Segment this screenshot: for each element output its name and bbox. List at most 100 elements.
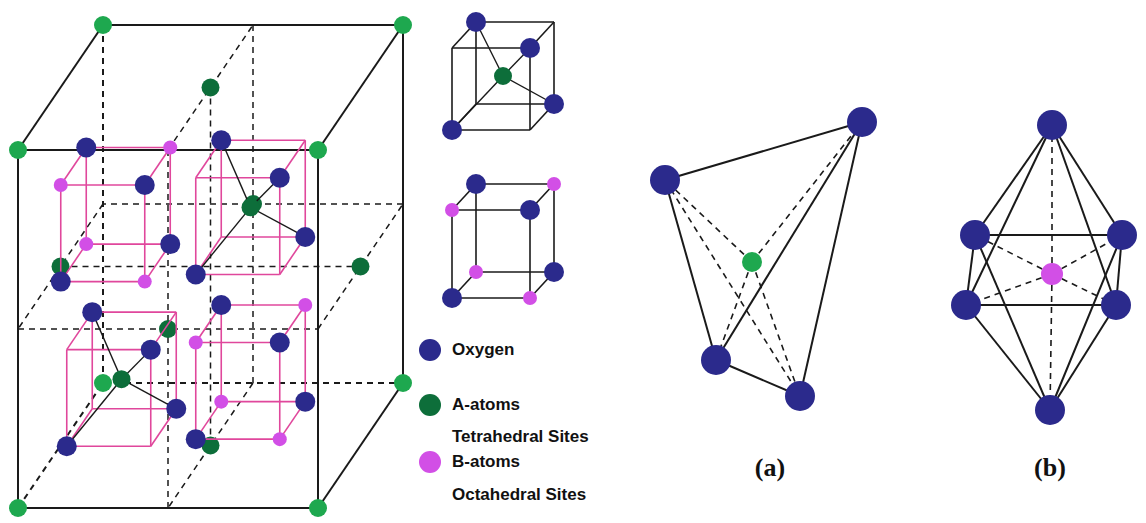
bond-line bbox=[966, 304, 1116, 306]
b-atom bbox=[273, 432, 287, 446]
b-atom bbox=[54, 178, 68, 192]
bond-line bbox=[529, 210, 531, 298]
bond-line bbox=[553, 22, 555, 104]
corner-a-atom bbox=[94, 374, 112, 392]
oxygen-atom bbox=[51, 272, 71, 292]
bond-line bbox=[452, 209, 530, 211]
octahedral-subcube bbox=[186, 295, 316, 449]
dashed-bond bbox=[716, 262, 752, 360]
bond-line bbox=[279, 342, 281, 439]
bond-line bbox=[452, 47, 530, 49]
oxygen-atom bbox=[520, 38, 540, 58]
bond-line bbox=[553, 184, 555, 272]
bond-line bbox=[1052, 125, 1122, 235]
bond-line bbox=[175, 312, 177, 409]
oxygen-atom bbox=[442, 288, 462, 308]
oxygen-atom bbox=[650, 165, 680, 195]
oxygen-atom bbox=[1037, 110, 1067, 140]
bond-line bbox=[196, 438, 280, 440]
bond-line bbox=[91, 312, 93, 409]
tetrahedral-a-atom bbox=[113, 370, 131, 388]
bond-line bbox=[221, 401, 305, 403]
b-atom bbox=[523, 291, 537, 305]
octahedral-subcube bbox=[51, 137, 181, 291]
bond-line bbox=[220, 140, 222, 237]
panel-label: (a) bbox=[755, 453, 785, 483]
bond-line bbox=[1050, 235, 1122, 410]
b-atom bbox=[189, 335, 203, 349]
legend-swatches bbox=[419, 339, 441, 473]
octahedron bbox=[951, 110, 1137, 425]
oxygen-atom bbox=[295, 227, 315, 247]
corner-a-atom bbox=[9, 499, 27, 517]
oxygen-atom bbox=[166, 399, 186, 419]
corner-a-atom bbox=[9, 141, 27, 159]
bond-line bbox=[221, 236, 305, 238]
bond-line bbox=[66, 350, 68, 447]
bond-line bbox=[1050, 305, 1116, 410]
dashed-bond bbox=[318, 204, 403, 329]
oxygen-atom bbox=[847, 107, 877, 137]
bond-line bbox=[451, 210, 453, 298]
bond-line bbox=[800, 122, 862, 396]
octahedral-b-atom bbox=[1041, 263, 1063, 285]
b-atom bbox=[469, 265, 483, 279]
bond-line bbox=[92, 312, 121, 379]
bond-line bbox=[318, 25, 403, 150]
bond-line bbox=[476, 21, 554, 23]
bond-line bbox=[716, 122, 862, 360]
corner-a-atom bbox=[309, 499, 327, 517]
bond-line bbox=[196, 274, 280, 276]
oxygen-atom bbox=[1101, 290, 1131, 320]
bond-line bbox=[221, 140, 250, 207]
corner-a-atom bbox=[394, 374, 412, 392]
bond-line bbox=[452, 129, 530, 131]
b-atom bbox=[445, 203, 459, 217]
oxygen-atom bbox=[186, 264, 206, 284]
bond-line bbox=[86, 147, 170, 149]
legend-label: B-atoms bbox=[452, 452, 520, 472]
bond-line bbox=[195, 178, 197, 275]
bond-line bbox=[451, 48, 453, 130]
bond-line bbox=[452, 297, 530, 299]
oxygen-atom bbox=[141, 340, 161, 360]
tetrahedral-a-atom bbox=[242, 198, 260, 216]
bond-line bbox=[279, 178, 281, 275]
dashed-bond bbox=[752, 262, 800, 396]
dashed-bond bbox=[1050, 274, 1052, 410]
oxygen-atom bbox=[960, 220, 990, 250]
dashed-bond bbox=[168, 25, 253, 150]
b-atom bbox=[298, 298, 312, 312]
oxygen-atom bbox=[160, 234, 180, 254]
oxygen-atom bbox=[520, 200, 540, 220]
corner-a-atom bbox=[394, 16, 412, 34]
oxygen-atom bbox=[186, 429, 206, 449]
oxygen-atom bbox=[951, 290, 981, 320]
oxygen-atom bbox=[211, 295, 231, 315]
bond-line bbox=[452, 76, 503, 130]
bond-line bbox=[150, 350, 152, 447]
oxygen-atom bbox=[544, 262, 564, 282]
bond-line bbox=[67, 379, 122, 446]
site-label: Octahedral Sites bbox=[452, 485, 586, 505]
bond-line bbox=[67, 445, 151, 447]
dashed-bond bbox=[210, 88, 212, 446]
face-a-atom bbox=[352, 258, 370, 276]
bond-line bbox=[475, 184, 477, 272]
bond-line bbox=[966, 305, 1050, 410]
bond-line bbox=[665, 180, 716, 360]
oxygen-atom bbox=[442, 120, 462, 140]
oxygen-atom bbox=[544, 94, 564, 114]
bond-line bbox=[144, 185, 146, 282]
bond-line bbox=[221, 304, 305, 306]
octahedral-unit-cube bbox=[442, 174, 564, 308]
atoms bbox=[9, 16, 412, 517]
dashed-bond bbox=[665, 180, 752, 262]
bond-line bbox=[304, 305, 306, 402]
legend-swatch bbox=[419, 451, 441, 473]
dashed-bond bbox=[752, 122, 862, 262]
b-atom bbox=[214, 395, 228, 409]
oxygen-atom bbox=[1107, 220, 1137, 250]
legend-swatch bbox=[419, 339, 441, 361]
bond-line bbox=[60, 185, 62, 282]
